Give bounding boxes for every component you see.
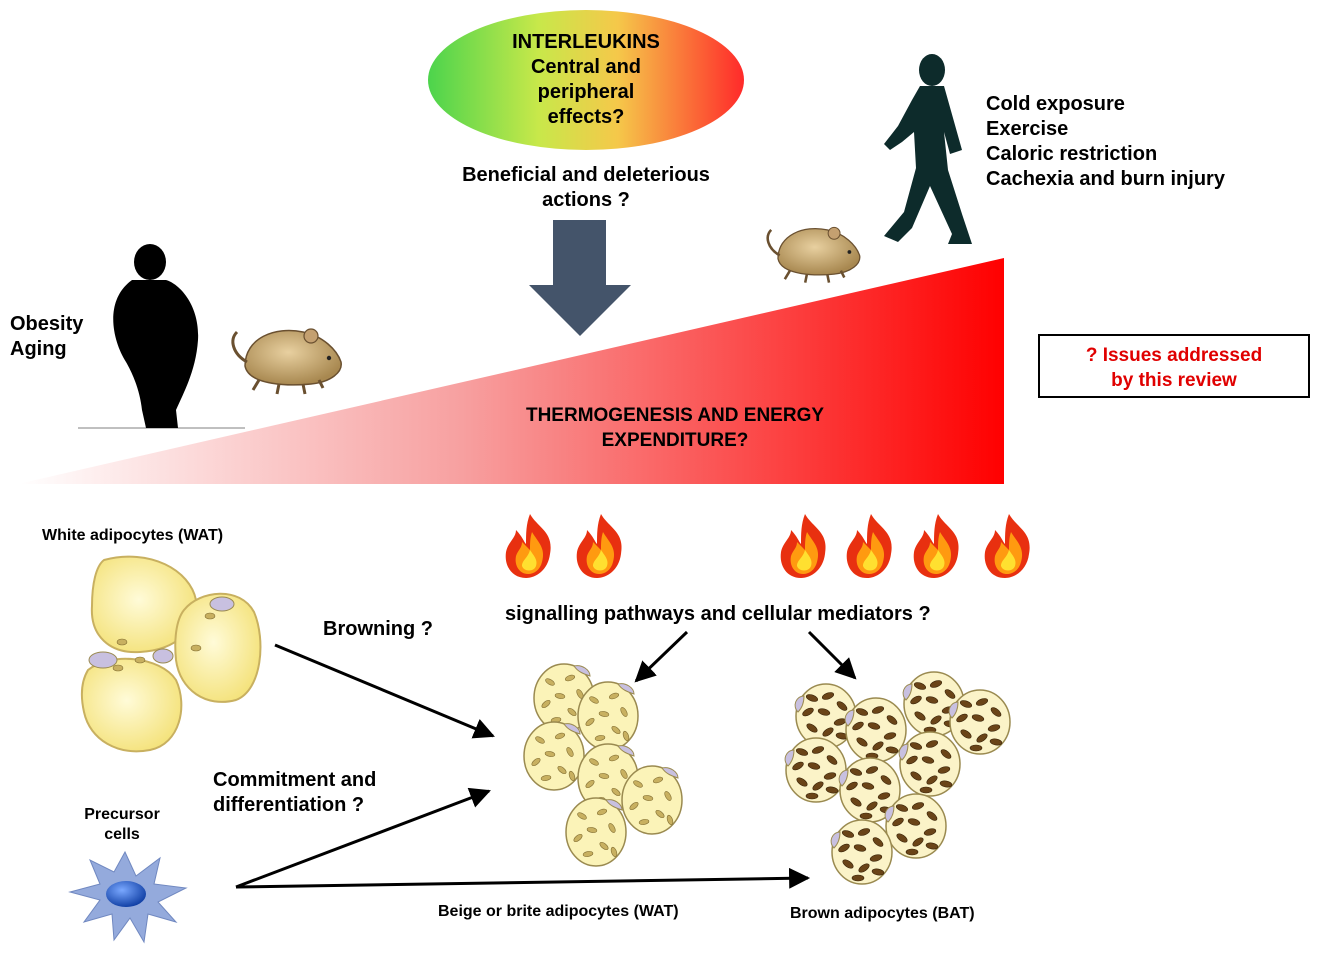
white-adipocytes-illustration (80, 555, 262, 753)
condition-item: Cold exposure (986, 93, 1125, 115)
flame-icon (913, 514, 959, 578)
thermogenesis-line: THERMOGENESIS AND ENERGY (525, 405, 825, 426)
mouse-left (231, 327, 343, 396)
energy-gradient-wedge (18, 258, 1004, 484)
low-energy-conditions-list: Obesity Aging (10, 312, 83, 362)
thermogenesis-line: EXPENDITURE? (601, 430, 749, 451)
signalling-to-brown-arrow (807, 630, 857, 680)
browning-label: Browning ? (323, 618, 433, 640)
commitment-label: Commitment and differentiation ? (213, 768, 376, 818)
condition-item: Exercise (986, 118, 1069, 140)
interleukins-oval (428, 10, 744, 150)
signalling-to-beige-arrow (634, 630, 689, 683)
down-arrow (529, 220, 631, 336)
precursor-to-brown-arrow (235, 867, 811, 889)
condition-item: Cachexia and burn injury (986, 168, 1225, 190)
precursor-cell-illustration (68, 850, 188, 944)
mouse-right (766, 226, 862, 284)
interleukins-line: effects? (547, 106, 625, 128)
actions-label: Beneficial and deleterious actions ? (420, 163, 752, 213)
thermogenesis-label: THERMOGENESIS AND ENERGY EXPENDITURE? (470, 403, 880, 453)
review-legend-line: by this review (1111, 370, 1237, 391)
flame-icon (846, 514, 892, 578)
condition-item: Aging (10, 338, 67, 360)
white-adipocytes-label: White adipocytes (WAT) (42, 527, 224, 544)
browning-arrow (274, 643, 495, 739)
beige-adipocytes-label: Beige or brite adipocytes (WAT) (438, 903, 679, 920)
review-legend-line: ? Issues addressed (1085, 345, 1263, 366)
commitment-line: differentiation ? (213, 794, 365, 816)
signalling-label: signalling pathways and cellular mediato… (505, 603, 931, 625)
interleukins-title: INTERLEUKINS (512, 31, 660, 53)
condition-item: Caloric restriction (986, 143, 1158, 165)
interleukins-line: Central and (530, 56, 642, 78)
commitment-arrow (235, 787, 491, 889)
high-energy-conditions-list: Cold exposure Exercise Caloric restricti… (986, 92, 1225, 192)
interleukins-line: peripheral (537, 81, 635, 103)
brown-adipocytes-label: Brown adipocytes (BAT) (790, 905, 975, 922)
flame-icon (505, 514, 551, 578)
walking-person-silhouette (884, 54, 972, 244)
precursor-line: Precursor (84, 806, 160, 823)
flame-icon (780, 514, 826, 578)
precursor-line: cells (104, 826, 140, 843)
commitment-line: Commitment and (213, 769, 377, 791)
actions-line: actions ? (542, 189, 630, 211)
review-legend-box: ? Issues addressed by this review (1038, 334, 1310, 398)
obese-person-silhouette (78, 244, 245, 429)
brown-adipocytes-illustration (784, 671, 1011, 885)
flame-icon (984, 514, 1030, 578)
precursor-label: Precursor cells (62, 805, 182, 845)
actions-line: Beneficial and deleterious (462, 164, 710, 186)
flame-icon (576, 514, 622, 578)
interleukins-label: INTERLEUKINS Central and peripheral effe… (470, 30, 702, 130)
beige-adipocytes-illustration (523, 663, 683, 867)
condition-item: Obesity (10, 313, 84, 335)
